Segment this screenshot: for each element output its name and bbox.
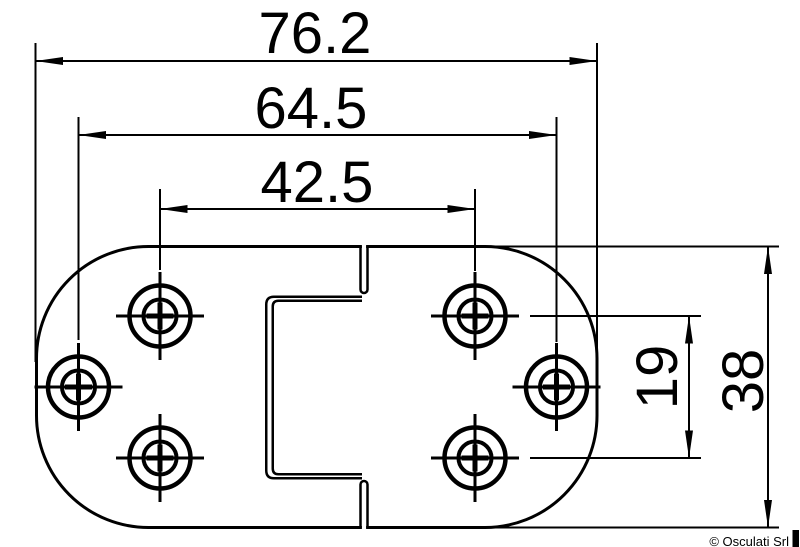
arrowhead-right-icon [529, 131, 557, 139]
dimension-label-inner-hole-span: 42.5 [261, 150, 374, 215]
arrowhead-down-icon [764, 500, 772, 528]
leaf-gap-bottom-edge [361, 524, 367, 531]
dimension-overall-height: 38 [486, 245, 779, 529]
watermark-text: © Osculati Srl [709, 534, 789, 547]
dimension-overall-width: 76.2 [34, 1, 598, 362]
dimension-label-hole-rows-span: 19 [625, 345, 690, 410]
arrowhead-down-icon [685, 430, 693, 458]
joint-slot-top [359, 246, 369, 295]
dimension-label-overall-width: 76.2 [259, 1, 372, 66]
dimension-inner-hole-span: 42.5 [159, 150, 476, 271]
arrowhead-left-icon [78, 131, 106, 139]
arrowhead-up-icon [685, 316, 693, 344]
watermark: © Osculati Srl [709, 530, 799, 547]
dimension-label-outer-hole-span: 64.5 [255, 76, 368, 141]
leaf-gap-top-edge [361, 243, 367, 250]
watermark-logo-bar [792, 530, 799, 547]
left-leaf-notch-edge [265, 295, 362, 480]
arrowhead-right-icon [447, 205, 475, 213]
arrowhead-left-icon [160, 205, 188, 213]
joint-slot-bottom [359, 479, 369, 528]
dimension-label-overall-height: 38 [711, 349, 776, 414]
arrowhead-left-icon [35, 57, 63, 65]
dimension-hole-rows-span: 19 [530, 315, 701, 459]
right-leaf-tongue-edge [271, 299, 362, 476]
arrowhead-right-icon [569, 57, 597, 65]
dimension-outer-hole-span: 64.5 [77, 76, 558, 342]
arrowhead-up-icon [764, 246, 772, 274]
